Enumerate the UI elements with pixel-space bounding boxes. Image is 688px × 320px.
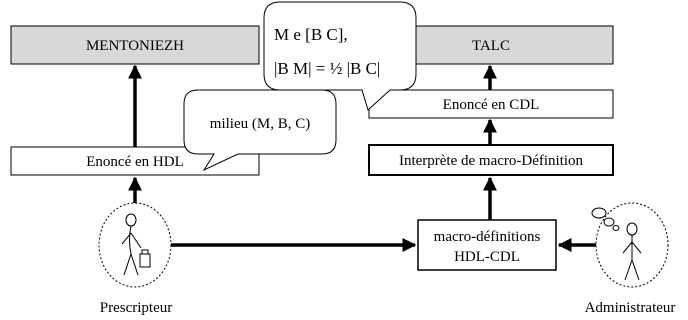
enonce-cdl-label: Enoncé en CDL	[443, 97, 540, 113]
person-with-bag-icon	[121, 213, 151, 276]
macro-definitions-line2: HDL-CDL	[454, 249, 520, 265]
interprete-box: Interprète de macro-Définition	[368, 144, 614, 176]
thinking-person-icon	[591, 207, 642, 281]
talc-bubble-line1: M e [B C],	[274, 25, 348, 44]
enonce-hdl-label: Enoncé en HDL	[86, 154, 183, 170]
talc-label: TALC	[472, 38, 510, 54]
administrateur-actor: Administrateur	[585, 202, 676, 316]
mentoniezh-box: MENTONIEZH	[10, 25, 260, 65]
prescripteur-actor: Prescripteur	[98, 202, 172, 316]
talc-speech-bubble: M e [B C], |B M| = ½ |B C|	[263, 1, 417, 111]
milieu-bubble-text: milieu (M, B, C)	[210, 116, 310, 132]
talc-bubble-line2: |B M| = ½ |B C|	[274, 59, 380, 78]
mentoniezh-label: MENTONIEZH	[86, 38, 184, 54]
milieu-speech-bubble: milieu (M, B, C)	[183, 89, 337, 172]
prescripteur-label: Prescripteur	[100, 300, 172, 316]
enonce-cdl-box: Enoncé en CDL	[368, 89, 614, 119]
macro-definitions-box: macro-définitions HDL-CDL	[417, 219, 557, 271]
macro-definitions-line1: macro-définitions	[434, 229, 541, 245]
administrateur-label: Administrateur	[585, 300, 676, 316]
interprete-label: Interprète de macro-Définition	[399, 153, 584, 169]
